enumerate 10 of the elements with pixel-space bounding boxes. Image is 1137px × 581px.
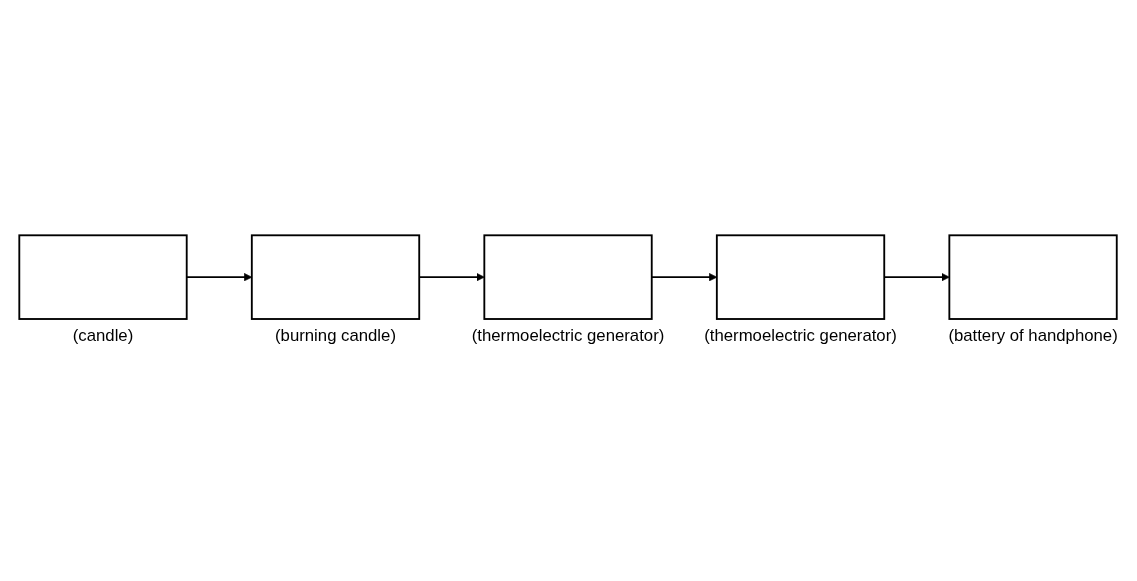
empty-box: [948, 234, 1118, 321]
box-caption: (candle): [72, 326, 134, 346]
empty-box: [715, 234, 886, 321]
box-caption: (thermoelectric generator): [471, 326, 665, 346]
box-caption: (battery of handphone): [948, 326, 1118, 346]
empty-box: [18, 234, 188, 321]
empty-box: [483, 234, 653, 321]
empty-box: [250, 234, 421, 321]
box-caption: (thermoelectric generator): [704, 326, 897, 346]
box-caption: (burning candle): [275, 326, 396, 346]
